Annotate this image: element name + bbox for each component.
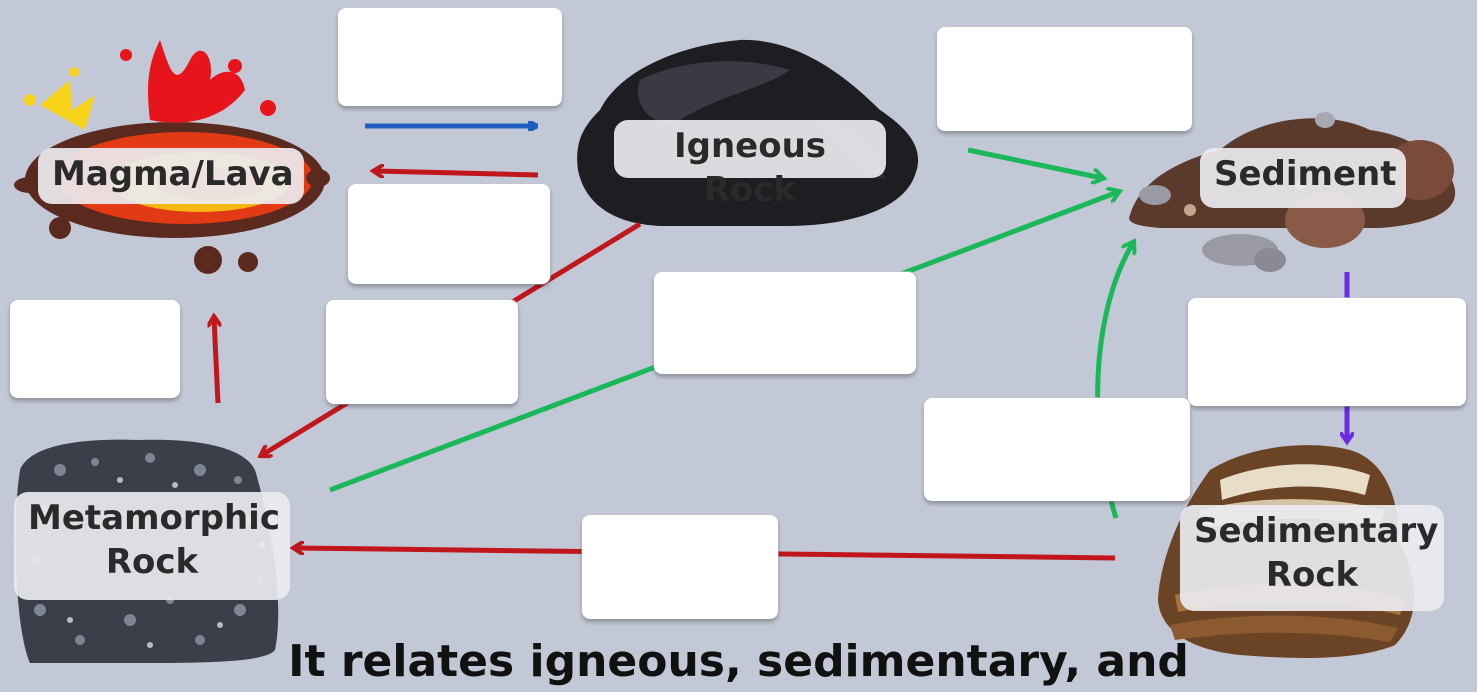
blank-box-2[interactable] (937, 27, 1192, 131)
blank-box-8[interactable] (924, 398, 1190, 501)
caption-text: It relates igneous, sedimentary, and (288, 636, 1189, 687)
blank-box-1[interactable] (338, 8, 562, 106)
arrow-igneous-to-sediment (967, 147, 1102, 178)
blank-box-4[interactable] (10, 300, 180, 398)
arrow-metamorphic-to-magma (214, 318, 218, 404)
label-igneous-rock: Igneous Rock (614, 120, 886, 210)
label-magma-lava: Magma/Lava (38, 148, 304, 204)
label-metamorphic-rock: Metamorphic Rock (14, 492, 290, 600)
blank-box-5[interactable] (326, 300, 518, 404)
blank-box-7[interactable] (1188, 298, 1466, 406)
label-sediment: Sediment (1200, 148, 1406, 208)
blank-box-9[interactable] (582, 515, 778, 619)
blank-box-6[interactable] (654, 272, 916, 374)
arrow-igneous-to-magma (375, 171, 539, 175)
label-sedimentary-rock: Sedimentary Rock (1180, 505, 1444, 611)
blank-box-3[interactable] (348, 184, 550, 284)
